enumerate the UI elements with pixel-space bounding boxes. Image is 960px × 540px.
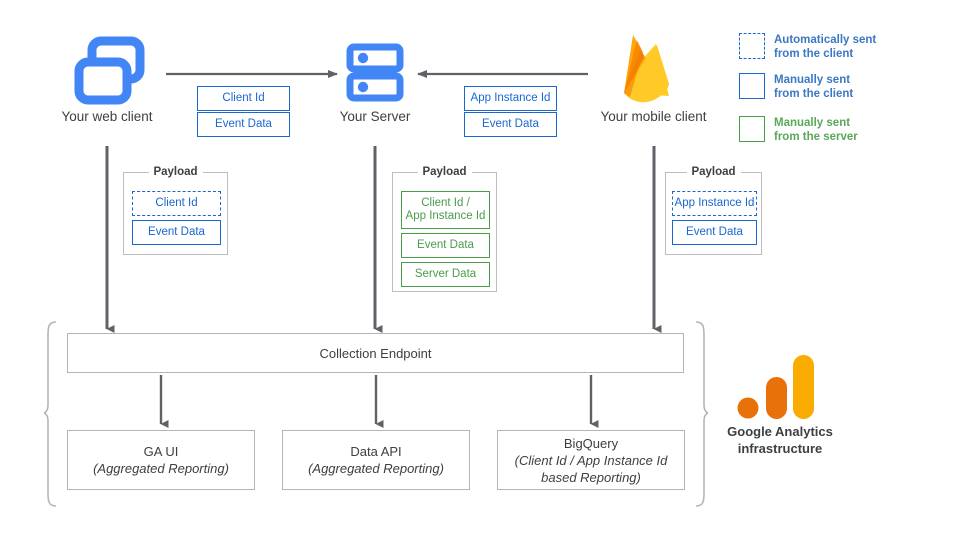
legend-item-automatically-sent-client: Automatically sent from the client xyxy=(739,33,876,61)
output-box-ga-ui: GA UI (Aggregated Reporting) xyxy=(67,430,255,490)
payload-web-item-event-data: Event Data xyxy=(132,220,221,245)
output-ga-ui-subtitle: (Aggregated Reporting) xyxy=(93,461,229,476)
legend-label-automatic-line2: from the client xyxy=(774,48,854,60)
payload-mobile: Payload App Instance Id Event Data xyxy=(665,165,762,255)
legend-label-automatic-line1: Automatically sent xyxy=(774,34,877,46)
output-data-api-subtitle: (Aggregated Reporting) xyxy=(308,461,444,476)
legend-swatch-solid-blue xyxy=(739,73,765,99)
legend-swatch-dashed-blue xyxy=(739,33,765,59)
payload-mobile-item-app-instance-id: App Instance Id xyxy=(672,191,757,216)
payload-web: Payload Client Id Event Data xyxy=(123,165,228,255)
legend-label-manual-server-line2: from the server xyxy=(774,131,858,143)
legend-swatch-solid-green xyxy=(739,116,765,142)
collection-endpoint-label: Collection Endpoint xyxy=(319,345,432,361)
legend-label-manual-client: Manually sent from the client xyxy=(774,73,853,101)
ga-infrastructure-caption-line1: Google Analytics xyxy=(727,424,833,439)
collection-endpoint-box: Collection Endpoint xyxy=(67,333,684,373)
legend-label-manual-client-line2: from the client xyxy=(774,88,854,100)
chip-transfer-mobile-app-instance-id: App Instance Id xyxy=(464,86,557,111)
legend-label-manual-server: Manually sent from the server xyxy=(774,116,858,144)
payload-server-title: Payload xyxy=(417,165,472,179)
chip-transfer-mobile-event-data: Event Data xyxy=(464,112,557,137)
output-data-api-title: Data API xyxy=(350,444,402,459)
firebase-flame-icon xyxy=(624,35,669,103)
legend-label-manual-client-line1: Manually sent xyxy=(774,74,851,86)
output-box-bigquery: BigQuery (Client Id / App Instance Id ba… xyxy=(497,430,685,490)
payload-web-item-client-id: Client Id xyxy=(132,191,221,216)
output-bigquery-subtitle: (Client Id / App Instance Id xyxy=(514,452,668,468)
chip-transfer-web-event-data: Event Data xyxy=(197,112,290,137)
windows-stack-icon xyxy=(74,36,145,105)
bracket-left xyxy=(43,321,57,507)
output-ga-ui-title: GA UI xyxy=(143,444,179,459)
node-label-mobile-client: Your mobile client xyxy=(600,109,707,124)
chip-transfer-web-client-id: Client Id xyxy=(197,86,290,111)
payload-server-item-id: Client Id / App Instance Id xyxy=(401,191,490,229)
node-label-web-client: Your web client xyxy=(61,109,153,124)
legend-item-manually-sent-client: Manually sent from the client xyxy=(739,73,853,101)
ga-infrastructure-caption-line2: infrastructure xyxy=(737,441,823,456)
output-bigquery-title: BigQuery xyxy=(563,435,619,451)
ga-infrastructure-caption: Google Analytics infrastructure xyxy=(700,423,860,457)
payload-server: Payload Client Id / App Instance Id Even… xyxy=(392,165,497,292)
output-box-data-api: Data API (Aggregated Reporting) xyxy=(282,430,470,490)
payload-mobile-item-event-data: Event Data xyxy=(672,220,757,245)
payload-server-item-server-data: Server Data xyxy=(401,262,490,287)
server-rack-icon xyxy=(346,43,404,102)
legend-label-manual-server-line1: Manually sent xyxy=(774,117,851,129)
legend-item-manually-sent-server: Manually sent from the server xyxy=(739,116,858,144)
payload-mobile-title: Payload xyxy=(686,165,741,179)
bracket-right xyxy=(695,321,709,507)
legend-label-automatic: Automatically sent from the client xyxy=(774,33,876,61)
payload-server-item-id-line1: Client Id / xyxy=(421,197,470,209)
output-bigquery-subtitle2: based Reporting) xyxy=(541,469,641,485)
payload-server-item-id-line2: App Instance Id xyxy=(405,210,486,222)
node-label-server: Your Server xyxy=(339,109,411,124)
google-analytics-logo-icon xyxy=(737,355,814,419)
payload-web-title: Payload xyxy=(148,165,203,179)
payload-server-item-event-data: Event Data xyxy=(401,233,490,258)
